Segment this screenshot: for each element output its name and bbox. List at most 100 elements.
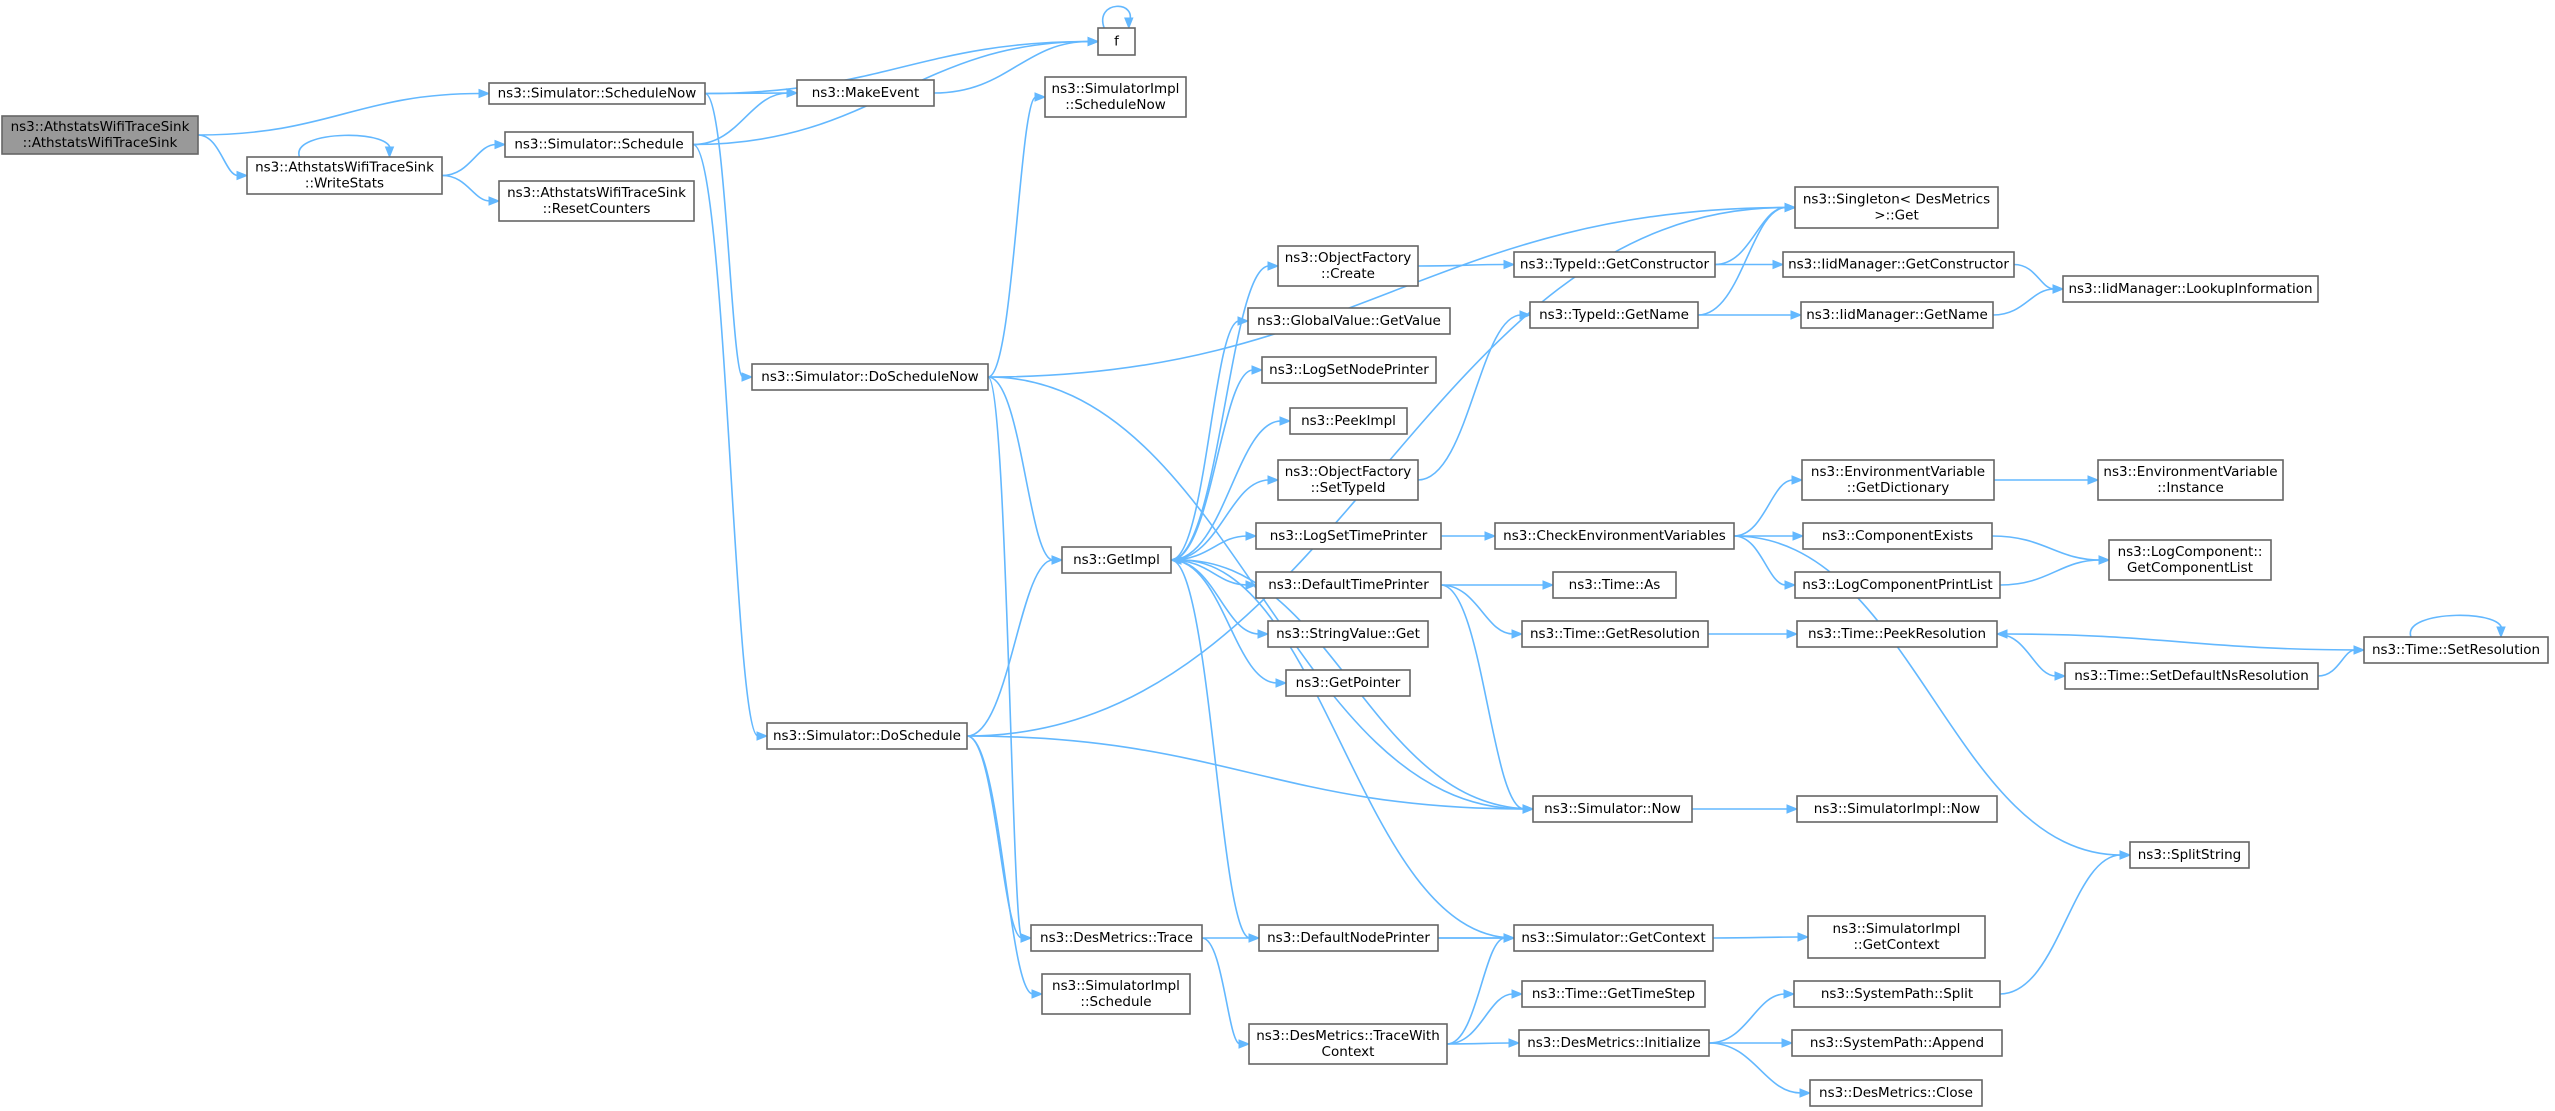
node-ns3-time-peekresolution[interactable]: ns3::Time::PeekResolution xyxy=(1796,620,1998,648)
edge-arrowhead xyxy=(494,139,507,150)
node-label: ns3::Simulator::DoSchedule xyxy=(773,728,961,744)
edge-f-to-f xyxy=(1101,5,1134,30)
edge-doScheduleNow-to-getImpl xyxy=(987,376,1064,565)
edge-arrowhead xyxy=(1784,580,1797,590)
node-ns3-splitstring[interactable]: ns3::SplitString xyxy=(2129,841,2250,869)
edge-dmTraceWithContext-to-timeGetTimeStep xyxy=(1446,989,1524,1045)
node-f[interactable]: f xyxy=(1097,27,1136,56)
edge-arrowhead xyxy=(1784,202,1797,213)
edge-line xyxy=(1712,936,1800,939)
node-ns3-defaultnodeprinter[interactable]: ns3::DefaultNodePrinter xyxy=(1258,924,1439,952)
node-ns3-simulatorimpl-schedule[interactable]: ns3::SimulatorImpl::Schedule xyxy=(1041,973,1191,1015)
edge-doScheduleNow-to-singletonGet xyxy=(987,202,1797,378)
edge-line xyxy=(987,376,1054,561)
edge-line xyxy=(1417,314,1522,481)
node-ns3-time-as[interactable]: ns3::Time::As xyxy=(1552,571,1677,599)
node-label: ns3::TypeId::GetConstructor xyxy=(1520,257,1710,273)
edge-arrowhead xyxy=(2119,850,2132,860)
node-ns3-time-setdefaultnsresolution[interactable]: ns3::Time::SetDefaultNsResolution xyxy=(2064,662,2319,690)
node-box xyxy=(1796,795,1998,823)
node-label: ns3::DesMetrics::Close xyxy=(1819,1085,1973,1101)
edge-line xyxy=(1999,559,2101,586)
node-ns3-singleton-desmetrics-get[interactable]: ns3::Singleton< DesMetrics >::Get xyxy=(1794,186,1999,229)
node-box xyxy=(1782,251,2015,278)
node-ns3-logsettimeprinter[interactable]: ns3::LogSetTimePrinter xyxy=(1255,522,1442,550)
node-ns3-typeid-getconstructor[interactable]: ns3::TypeId::GetConstructor xyxy=(1513,251,1716,278)
edge-typeGetName-to-iidGetName xyxy=(1698,310,1803,320)
node-ns3-time-getresolution[interactable]: ns3::Time::GetResolution xyxy=(1521,620,1709,648)
node-ns3-environmentvariable-getdictionary[interactable]: ns3::EnvironmentVariable::GetDictionary xyxy=(1801,459,1995,501)
node-ns3-getpointer[interactable]: ns3::GetPointer xyxy=(1285,669,1411,697)
node-box xyxy=(2363,636,2549,664)
node-ns3-stringvalue-get[interactable]: ns3::StringValue::Get xyxy=(1267,620,1429,648)
edge-arrowhead xyxy=(1245,531,1258,541)
node-ns3-typeid-getname[interactable]: ns3::TypeId::GetName xyxy=(1529,301,1699,329)
node-ns3-athstatswifitracesink-resetcounters[interactable]: ns3::AthstatsWifiTraceSink::ResetCounter… xyxy=(498,180,695,222)
node-label: ns3::Time::SetDefaultNsResolution xyxy=(2074,668,2309,684)
edge-schedule-to-makeEvent xyxy=(692,88,799,146)
node-box xyxy=(498,180,695,222)
node-ns3-environmentvariable-instance[interactable]: ns3::EnvironmentVariable::Instance xyxy=(2097,459,2284,501)
node-ns3-checkenvironmentvariables[interactable]: ns3::CheckEnvironmentVariables xyxy=(1494,522,1735,550)
node-ns3-componentexists[interactable]: ns3::ComponentExists xyxy=(1802,522,1993,550)
node-label: ns3::AthstatsWifiTraceSink xyxy=(11,119,190,135)
edge-arrowhead xyxy=(1790,310,1803,320)
node-ns3-getimpl[interactable]: ns3::GetImpl xyxy=(1061,546,1172,574)
node-ns3-athstatswifitracesink-athstatswifitracesink[interactable]: ns3::AthstatsWifiTraceSink::AthstatsWifi… xyxy=(1,115,199,155)
node-ns3-iidmanager-getname[interactable]: ns3::IidManager::GetName xyxy=(1800,301,1994,329)
edge-line xyxy=(2005,633,2365,651)
node-ns3-objectfactory-settypeid[interactable]: ns3::ObjectFactory::SetTypeId xyxy=(1277,459,1419,501)
edge-defaultTimePrinter-to-timeGetResolution xyxy=(1440,584,1524,639)
node-box xyxy=(2129,841,2250,869)
node-box xyxy=(1494,522,1735,550)
node-ns3-logsetnodeprinter[interactable]: ns3::LogSetNodePrinter xyxy=(1261,356,1437,384)
node-ns3-simulator-getcontext[interactable]: ns3::Simulator::GetContext xyxy=(1513,924,1714,952)
node-ns3-iidmanager-getconstructor[interactable]: ns3::IidManager::GetConstructor xyxy=(1782,251,2015,278)
node-box xyxy=(1791,1029,2003,1057)
node-ns3-objectfactory-create[interactable]: ns3::ObjectFactory::Create xyxy=(1277,245,1419,287)
node-ns3-desmetrics-trace[interactable]: ns3::DesMetrics::Trace xyxy=(1030,924,1203,952)
edge-arrowhead xyxy=(1995,629,2008,639)
edge-checkEnv-to-envGetDict xyxy=(1733,475,1804,537)
node-ns3-simulatorimpl-schedulenow[interactable]: ns3::SimulatorImpl::ScheduleNow xyxy=(1044,76,1187,118)
node-ns3-time-setresolution[interactable]: ns3::Time::SetResolution xyxy=(2363,636,2549,664)
node-ns3-iidmanager-lookupinformation[interactable]: ns3::IidManager::LookupInformation xyxy=(2062,275,2319,303)
node-ns3-defaulttimeprinter[interactable]: ns3::DefaultTimePrinter xyxy=(1255,571,1442,599)
edge-line xyxy=(933,40,1090,94)
node-label: ns3::DesMetrics::TraceWith xyxy=(1256,1028,1440,1044)
node-ns3-globalvalue-getvalue[interactable]: ns3::GlobalValue::GetValue xyxy=(1247,307,1451,335)
edge-arrowhead xyxy=(1503,259,1516,270)
node-ns3-logcomponentprintlist[interactable]: ns3::LogComponentPrintList xyxy=(1794,571,2001,599)
edge-line xyxy=(298,134,391,158)
edge-getImpl-to-logSetTimePrinter xyxy=(1170,531,1258,561)
node-box xyxy=(1793,980,2001,1008)
node-ns3-simulator-doschedulenow[interactable]: ns3::Simulator::DoScheduleNow xyxy=(751,363,989,391)
node-ns3-simulator-now[interactable]: ns3::Simulator::Now xyxy=(1532,795,1693,823)
node-ns3-simulator-doschedule[interactable]: ns3::Simulator::DoSchedule xyxy=(766,722,968,750)
node-ns3-simulator-schedule[interactable]: ns3::Simulator::Schedule xyxy=(504,131,694,158)
node-ns3-athstatswifitracesink-writestats[interactable]: ns3::AthstatsWifiTraceSink::WriteStats xyxy=(246,156,443,195)
node-box xyxy=(2108,539,2272,581)
node-ns3-peekimpl[interactable]: ns3::PeekImpl xyxy=(1289,407,1408,435)
node-ns3-logcomponent-getcomponentlist[interactable]: ns3::LogComponent::GetComponentList xyxy=(2108,539,2272,581)
node-label: ns3::PeekImpl xyxy=(1301,413,1396,429)
node-ns3-time-gettimestep[interactable]: ns3::Time::GetTimeStep xyxy=(1521,980,1706,1008)
node-ns3-simulator-schedulenow[interactable]: ns3::Simulator::ScheduleNow xyxy=(488,82,706,105)
node-box xyxy=(1277,459,1419,501)
edge-arrowhead xyxy=(1031,989,1044,999)
node-ns3-systempath-split[interactable]: ns3::SystemPath::Split xyxy=(1793,980,2001,1008)
node-ns3-desmetrics-initialize[interactable]: ns3::DesMetrics::Initialize xyxy=(1518,1029,1710,1057)
edge-line xyxy=(1170,479,1270,561)
node-box xyxy=(1513,924,1714,952)
node-ns3-simulatorimpl-now[interactable]: ns3::SimulatorImpl::Now xyxy=(1796,795,1998,823)
edge-root-to-scheduleNow xyxy=(197,88,491,136)
node-box xyxy=(1255,522,1442,550)
edge-simNow-to-implNow xyxy=(1692,804,1799,814)
node-box xyxy=(1794,186,1999,229)
node-ns3-simulatorimpl-getcontext[interactable]: ns3::SimulatorImpl::GetContext xyxy=(1807,915,1986,959)
node-ns3-desmetrics-close[interactable]: ns3::DesMetrics::Close xyxy=(1809,1079,1983,1107)
node-ns3-systempath-append[interactable]: ns3::SystemPath::Append xyxy=(1791,1029,2003,1057)
edge-dmTrace-to-dmTraceWithContext xyxy=(1201,937,1251,1049)
node-ns3-makeevent[interactable]: ns3::MakeEvent xyxy=(796,79,935,107)
